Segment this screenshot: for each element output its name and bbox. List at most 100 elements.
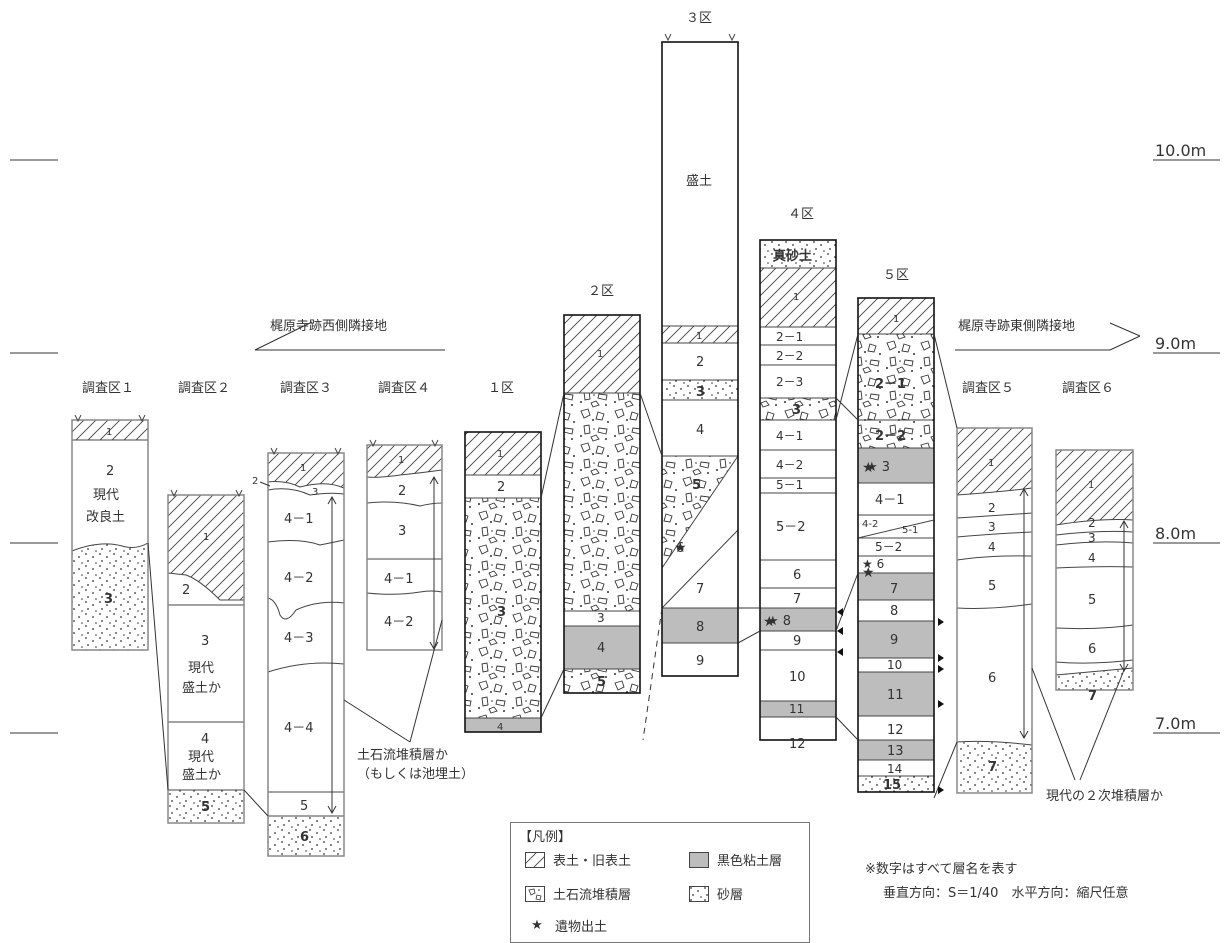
svg-text:1: 1 <box>300 463 306 474</box>
svg-text:12: 12 <box>789 737 806 752</box>
elevation-scale: 10.0m 9.0m 8.0m 7.0m <box>10 141 1220 734</box>
svg-text:2: 2 <box>696 355 704 370</box>
svg-text:10: 10 <box>789 670 806 685</box>
group-east: 梶原寺跡東側隣接地 <box>955 318 1141 351</box>
column-title: ５区 <box>883 268 909 283</box>
svg-text:1: 1 <box>696 331 702 342</box>
svg-text:現代: 現代 <box>93 488 119 503</box>
column-zone-2: ２区 1 3 4 5 <box>563 284 641 694</box>
group-west: 梶原寺跡西側隣接地 <box>254 318 445 351</box>
svg-text:8: 8 <box>890 604 898 619</box>
svg-text:4－3: 4－3 <box>284 631 314 646</box>
column-survey-5: 調査区５ 1 2 3 4 5 6 7 <box>956 381 1033 794</box>
annotations: 土石流堆積層か （もしくは池埋土） 現代の２次堆積層か <box>357 748 1163 804</box>
svg-text:4: 4 <box>1088 551 1096 565</box>
svg-text:7: 7 <box>988 760 997 775</box>
svg-text:7: 7 <box>890 582 898 597</box>
svg-text:4-2: 4-2 <box>862 519 878 530</box>
svg-text:5: 5 <box>201 800 210 815</box>
group-west-label: 梶原寺跡西側隣接地 <box>270 318 387 334</box>
column-title: 調査区２ <box>178 381 230 396</box>
svg-text:14: 14 <box>887 762 902 776</box>
column-survey-6: 調査区６ 1 2 3 4 5 6 7 <box>1055 381 1134 704</box>
elevation-label-10m: 10.0m <box>1155 141 1206 160</box>
svg-text:7: 7 <box>696 582 704 597</box>
svg-text:盛土か: 盛土か <box>182 681 221 696</box>
svg-text:4－1: 4－1 <box>776 429 803 443</box>
column-title: 調査区６ <box>1062 381 1114 396</box>
svg-text:1: 1 <box>497 449 503 460</box>
elevation-label-7m: 7.0m <box>1155 714 1196 733</box>
svg-text:真砂土: 真砂土 <box>773 248 812 264</box>
svg-text:2: 2 <box>497 480 505 495</box>
svg-text:4: 4 <box>201 732 209 747</box>
svg-text:4－2: 4－2 <box>384 615 414 630</box>
svg-text:13: 13 <box>887 744 904 759</box>
gray-swatch-icon <box>689 851 709 868</box>
column-survey-3: 調査区３ 1 3 2 4－1 4－2 4－3 4－4 5 6 <box>252 381 345 857</box>
svg-text:8: 8 <box>696 620 704 635</box>
correlation-lines <box>147 333 1125 817</box>
svg-text:4－4: 4－4 <box>284 721 314 736</box>
svg-text:5－2: 5－2 <box>875 540 902 554</box>
svg-text:★ 6: ★ 6 <box>862 557 884 571</box>
svg-text:2－2: 2－2 <box>776 349 803 363</box>
svg-text:1: 1 <box>398 455 404 466</box>
column-title: ４区 <box>788 207 814 222</box>
svg-text:6: 6 <box>793 568 801 583</box>
svg-text:3: 3 <box>696 385 705 400</box>
column-zone-1: １区 1 2 3 4 <box>464 381 542 733</box>
column-title: ３区 <box>686 11 712 26</box>
svg-text:4: 4 <box>597 641 605 656</box>
svg-text:2: 2 <box>988 501 996 515</box>
svg-text:1: 1 <box>793 292 799 303</box>
svg-text:現代: 現代 <box>188 750 214 765</box>
svg-text:3: 3 <box>312 487 318 498</box>
svg-text:★ 3: ★ 3 <box>866 460 890 475</box>
legend-item-debris: 土石流堆積層 <box>525 884 631 903</box>
svg-text:盛土か: 盛土か <box>182 768 221 783</box>
svg-text:4－2: 4－2 <box>284 571 314 586</box>
svg-text:3: 3 <box>988 520 996 534</box>
note-layer-names: ※数字はすべて層名を表す <box>865 862 1018 877</box>
svg-text:2: 2 <box>182 583 190 598</box>
svg-text:3: 3 <box>201 634 209 649</box>
svg-text:6: 6 <box>1088 642 1096 657</box>
svg-text:7: 7 <box>1088 689 1097 704</box>
svg-text:4－1: 4－1 <box>284 512 314 527</box>
svg-text:6: 6 <box>300 830 309 845</box>
svg-text:2: 2 <box>398 484 406 499</box>
svg-text:★ 8: ★ 8 <box>767 614 791 629</box>
column-zone-3: ３区 盛土 1 2 3 4 5 6 7 8 9 <box>642 11 739 741</box>
svg-text:15: 15 <box>883 778 901 793</box>
legend-item-artifact: ★ 遺物出土 <box>527 916 607 935</box>
svg-text:9: 9 <box>793 634 801 649</box>
svg-text:10: 10 <box>887 658 902 672</box>
svg-text:5: 5 <box>1088 593 1096 608</box>
svg-text:4: 4 <box>497 722 503 733</box>
legend-title: 【凡例】 <box>519 830 572 845</box>
svg-text:5: 5 <box>300 799 308 814</box>
svg-text:2－1: 2－1 <box>776 330 803 344</box>
svg-text:4: 4 <box>696 423 704 438</box>
hatch-swatch-icon <box>525 851 545 868</box>
note-scale: 垂直方向：S＝1/40 水平方向：縮尺任意 <box>883 886 1129 901</box>
svg-text:5－2: 5－2 <box>776 520 806 535</box>
svg-text:4: 4 <box>988 540 996 554</box>
svg-text:3: 3 <box>792 403 801 418</box>
svg-text:現代: 現代 <box>188 661 214 676</box>
artifact-stars: ★ ★ ★ ★ <box>674 460 875 630</box>
svg-text:5-1: 5-1 <box>902 525 918 536</box>
svg-text:11: 11 <box>887 688 904 703</box>
elevation-label-9m: 9.0m <box>1155 334 1196 353</box>
svg-text:4－1: 4－1 <box>384 572 414 587</box>
svg-text:1: 1 <box>203 532 209 543</box>
column-title: 調査区４ <box>378 381 430 396</box>
svg-text:5: 5 <box>597 675 606 690</box>
star-icon: ★ <box>531 918 543 933</box>
star-icon: ★ <box>763 614 776 630</box>
svg-text:2: 2 <box>1088 516 1096 530</box>
column-survey-2: 調査区２ 1 2 3 現代 盛土か 4 現代 盛土か 5 <box>167 381 245 824</box>
svg-text:2－1: 2－1 <box>875 377 906 392</box>
annotation-debris-flow: 土石流堆積層か <box>357 748 448 763</box>
